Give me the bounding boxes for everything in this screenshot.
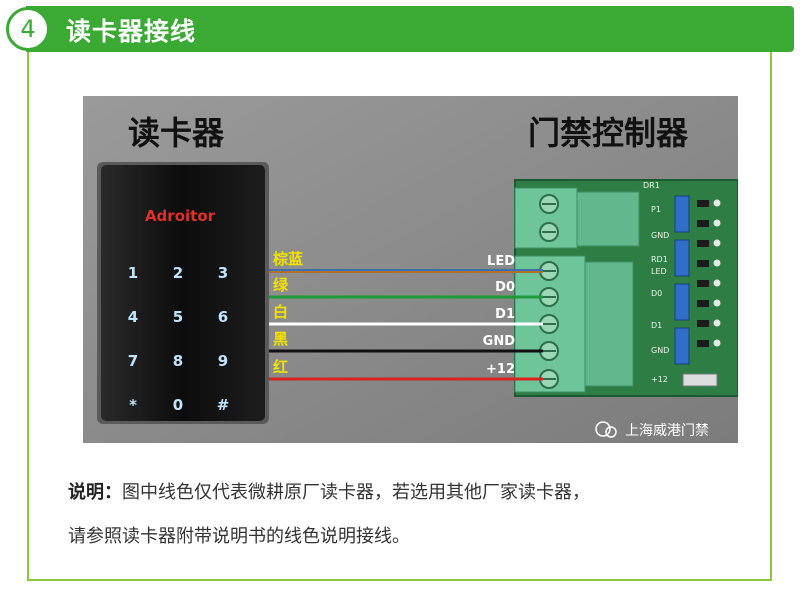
card-reader-device: Adroitor 1 2 3 4 5 6 7 8 9 * 0 #: [97, 162, 269, 424]
main-terminal-plug: [584, 261, 634, 387]
board-label: D0: [651, 289, 662, 298]
board-label: D1: [651, 321, 662, 330]
board-resistor: [697, 320, 709, 327]
wire-group: 棕蓝 LED 绿 D0 白 D1 黑 GND 红 +12: [269, 250, 543, 381]
watermark: 上海威港门禁: [595, 421, 709, 439]
wire-color-label: 绿: [273, 276, 289, 294]
keypad-key: 6: [218, 308, 228, 326]
keypad-key: #: [217, 396, 230, 414]
board-label: +12: [651, 375, 668, 384]
board-label: LED: [651, 267, 667, 276]
section-title: 读卡器接线: [66, 17, 197, 46]
board-resistor: [697, 200, 709, 207]
reader-title: 读卡器: [128, 114, 225, 152]
keypad-key: 8: [173, 352, 183, 370]
board-chip: [674, 327, 690, 365]
wiring-diagram: 读卡器 门禁控制器 Adroitor 1 2 3 4 5 6 7 8 9 * 0 # DR1P1GND…: [83, 96, 738, 443]
wire-color-label: 黑: [273, 330, 288, 348]
board-led: [713, 239, 721, 247]
wechat-icon-bubble: [605, 426, 617, 438]
board-label: P1: [651, 205, 661, 214]
board-chip: [674, 283, 690, 321]
board-components: [674, 195, 721, 387]
keypad-key: 7: [128, 352, 138, 370]
board-resistor: [697, 260, 709, 267]
reader-keypad: 1 2 3 4 5 6 7 8 9 * 0 #: [128, 264, 230, 414]
watermark-text: 上海威港门禁: [625, 423, 709, 439]
top-terminal-plug: [576, 191, 640, 247]
wire-terminal-label: +12: [486, 362, 515, 377]
reader-brand-label: Adroitor: [145, 207, 216, 225]
board-led: [713, 299, 721, 307]
board-label: DR1: [643, 181, 660, 190]
wire-terminal-label: D1: [495, 307, 515, 322]
caption-label: 说明：: [68, 482, 122, 503]
keypad-key: 3: [218, 264, 228, 282]
wire-terminal-label: LED: [487, 254, 515, 269]
board-led: [713, 219, 721, 227]
reader-face: [101, 165, 265, 421]
keypad-key: 1: [128, 264, 138, 282]
board-led: [713, 319, 721, 327]
board-led: [713, 339, 721, 347]
board-label: GND: [651, 346, 669, 355]
board-resistor: [697, 220, 709, 227]
wire-color-label: 白: [273, 303, 288, 321]
controller-title: 门禁控制器: [528, 114, 689, 152]
board-chip: [674, 239, 690, 277]
board-resistor: [697, 280, 709, 287]
step-number-badge: 4: [6, 7, 50, 51]
section-header: 4 读卡器接线: [0, 6, 800, 52]
terminal-screws: [539, 194, 559, 389]
caption-line-2: 请参照读卡器附带说明书的线色说明接线。: [68, 526, 410, 547]
board-resistor: [697, 300, 709, 307]
wire-terminal-label: D0: [495, 280, 515, 295]
board-resistor: [697, 240, 709, 247]
board-label: GND: [651, 231, 669, 240]
keypad-key: 9: [218, 352, 228, 370]
board-led: [713, 259, 721, 267]
board-resistor: [697, 340, 709, 347]
wechat-icon: [595, 421, 611, 437]
keypad-key: 5: [173, 308, 183, 326]
wire-color-label: 红: [273, 358, 288, 376]
board-led: [713, 199, 721, 207]
caption-line-1: 说明：图中线色仅代表微耕原厂读卡器，若选用其他厂家读卡器，: [68, 478, 590, 508]
board-led: [713, 279, 721, 287]
header-bar: [26, 6, 794, 52]
board-chip: [674, 195, 690, 233]
caption-text-1: 图中线色仅代表微耕原厂读卡器，若选用其他厂家读卡器，: [122, 482, 590, 503]
keypad-key: *: [129, 396, 137, 414]
board-component: [682, 373, 718, 387]
wire-terminal-label: GND: [483, 334, 516, 349]
keypad-key: 4: [128, 308, 138, 326]
keypad-key: 2: [173, 264, 183, 282]
board-label: RD1: [651, 255, 668, 264]
wire-color-label: 棕蓝: [273, 250, 303, 268]
keypad-key: 0: [173, 396, 183, 414]
